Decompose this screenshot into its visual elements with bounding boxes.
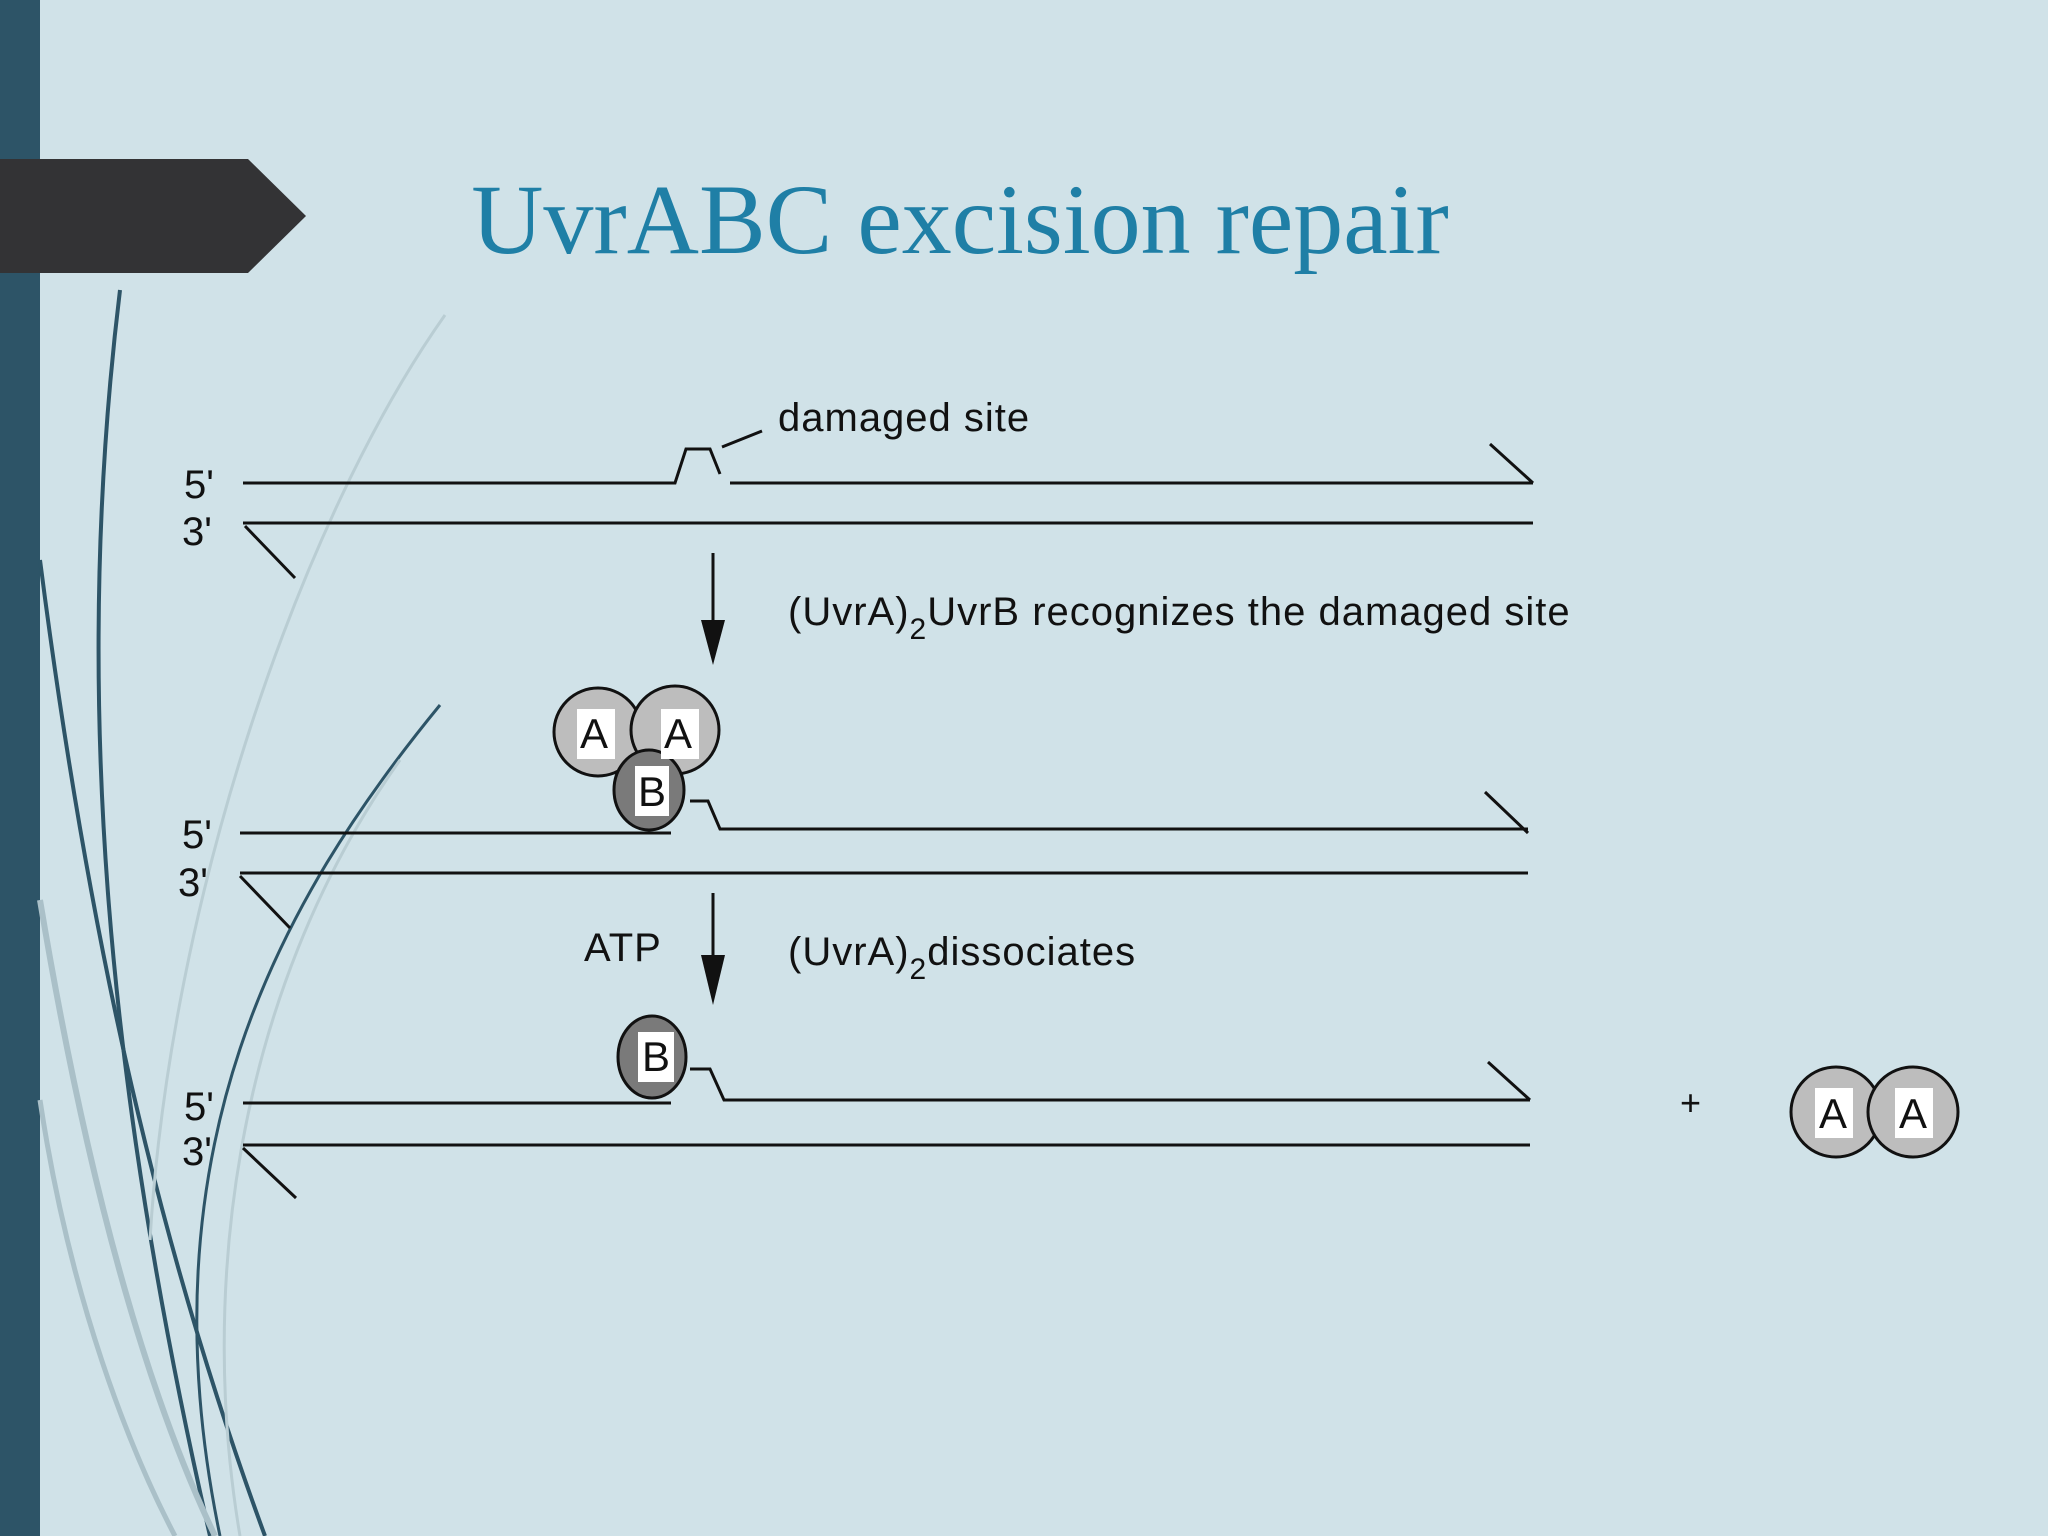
dna-duplex-3 [241, 1060, 1532, 1200]
three-prime-label: 3' [182, 1130, 212, 1174]
step2-caption: (UvrA)2dissociates [788, 930, 1137, 985]
five-prime-label: 5' [184, 1085, 214, 1129]
step1-caption: (UvrA)2UvrB recognizes the damaged site [788, 590, 1571, 645]
top-strand-1 [243, 447, 1533, 485]
uvra-label: A [1819, 1090, 1848, 1137]
strand-end-3 [1486, 1060, 1532, 1102]
dna-duplex-1 [243, 429, 1535, 580]
slide-title: UvrABC excision repair [471, 164, 1449, 275]
uvra-label: A [664, 710, 693, 757]
step1-subscript: 2 [909, 613, 928, 646]
damage-pointer [721, 429, 763, 449]
top-strand-2b [690, 799, 1528, 831]
strand-end-2 [1483, 790, 1530, 835]
arrow-1 [701, 553, 725, 665]
uvrb-label: B [642, 1033, 671, 1080]
three-prime-label: 3' [178, 861, 208, 905]
step2-suffix: dissociates [927, 930, 1137, 974]
uvra-label: A [580, 710, 609, 757]
three-prime-label: 3' [182, 510, 212, 554]
bottom-end-2 [238, 874, 292, 930]
arrow-2 [701, 893, 725, 1005]
step2-prefix: (UvrA) [788, 930, 910, 974]
title-arrow-tab [0, 159, 306, 273]
uvrb-label: B [638, 768, 667, 815]
bottom-end-3 [241, 1146, 298, 1200]
step1-prefix: (UvrA) [788, 590, 910, 634]
step2-subscript: 2 [909, 953, 928, 986]
five-prime-label: 5' [184, 463, 214, 507]
top-strand-3b [690, 1067, 1530, 1102]
uvra-label: A [1899, 1090, 1928, 1137]
step1-suffix: UvrB recognizes the damaged site [927, 590, 1571, 634]
five-prime-label: 5' [182, 813, 212, 857]
atp-label: ATP [584, 926, 662, 970]
bottom-end-1 [243, 524, 297, 580]
damaged-site-label: damaged site [778, 396, 1031, 440]
plus-sign: + [1680, 1082, 1703, 1123]
strand-end-1 [1488, 442, 1535, 485]
dna-duplex-2 [238, 790, 1530, 930]
